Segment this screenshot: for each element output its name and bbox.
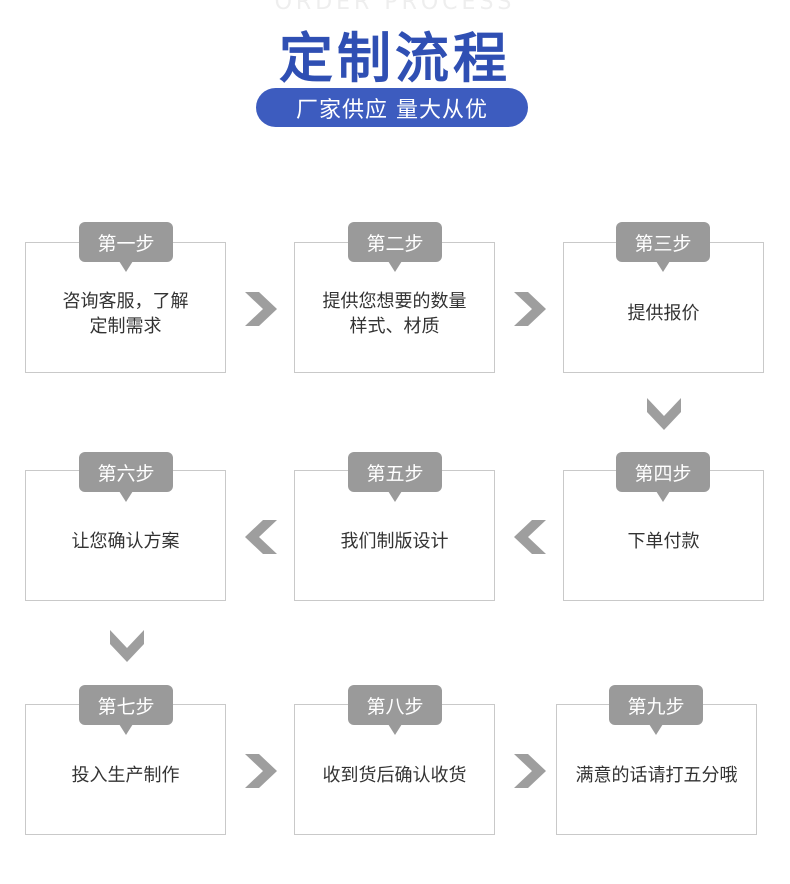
chevron-left-icon <box>245 520 277 554</box>
english-subtitle: ORDER PROCESS <box>274 0 516 15</box>
step-7-label-text: 第七步 <box>97 695 155 718</box>
step-3-label: 第三步 <box>616 222 710 272</box>
step-9-text: 满意的话请打五分哦 <box>575 765 738 786</box>
chevron-down-icon <box>647 398 681 430</box>
step-2-pointer <box>388 261 402 272</box>
step-3-pointer <box>656 261 670 272</box>
page-title: 定制流程 <box>279 27 511 90</box>
step-2-text: 提供您想要的数量 样式、材质 <box>322 290 467 337</box>
step-8-pointer <box>388 724 402 735</box>
step-1-text: 咨询客服，了解 定制需求 <box>62 290 189 337</box>
step-5-label: 第五步 <box>348 452 442 502</box>
step-6-text: 让您确认方案 <box>71 531 180 552</box>
step-6-pointer <box>119 491 133 502</box>
step-1-pointer <box>119 261 133 272</box>
step-2-label: 第二步 <box>348 222 442 272</box>
step-9-pointer <box>649 724 663 735</box>
chevron-right-icon <box>245 754 277 788</box>
step-4-label: 第四步 <box>616 452 710 502</box>
chevron-right-icon <box>514 292 546 326</box>
chevron-right-icon <box>514 754 546 788</box>
step-1-label: 第一步 <box>79 222 173 272</box>
step-8-label: 第八步 <box>348 685 442 735</box>
tagline-text: 厂家供应 量大从优 <box>296 97 488 123</box>
step-4-label-text: 第四步 <box>634 462 692 485</box>
step-7-text: 投入生产制作 <box>71 765 180 786</box>
chevron-right-icon <box>245 292 277 326</box>
chevron-left-icon <box>514 520 546 554</box>
step-7-card: 投入生产制作 <box>25 704 226 835</box>
step-9-label-text: 第九步 <box>627 695 685 718</box>
step-4-pointer <box>656 491 670 502</box>
step-2-label-text: 第二步 <box>366 232 424 255</box>
step-3-text: 提供报价 <box>627 303 700 324</box>
step-4-text: 下单付款 <box>627 531 700 552</box>
step-8-label-text: 第八步 <box>366 695 424 718</box>
step-5-pointer <box>388 491 402 502</box>
step-5-text: 我们制版设计 <box>340 531 449 552</box>
step-7-pointer <box>119 724 133 735</box>
chevron-down-icon <box>110 630 144 662</box>
tagline-badge: 厂家供应 量大从优 <box>256 88 528 127</box>
step-6-label: 第六步 <box>79 452 173 502</box>
step-1-label-text: 第一步 <box>97 232 155 255</box>
step-8-text: 收到货后确认收货 <box>322 765 467 786</box>
step-3-label-text: 第三步 <box>634 232 692 255</box>
step-9-label: 第九步 <box>609 685 703 735</box>
step-6-label-text: 第六步 <box>97 462 155 485</box>
step-5-label-text: 第五步 <box>366 462 424 485</box>
step-7-label: 第七步 <box>79 685 173 735</box>
